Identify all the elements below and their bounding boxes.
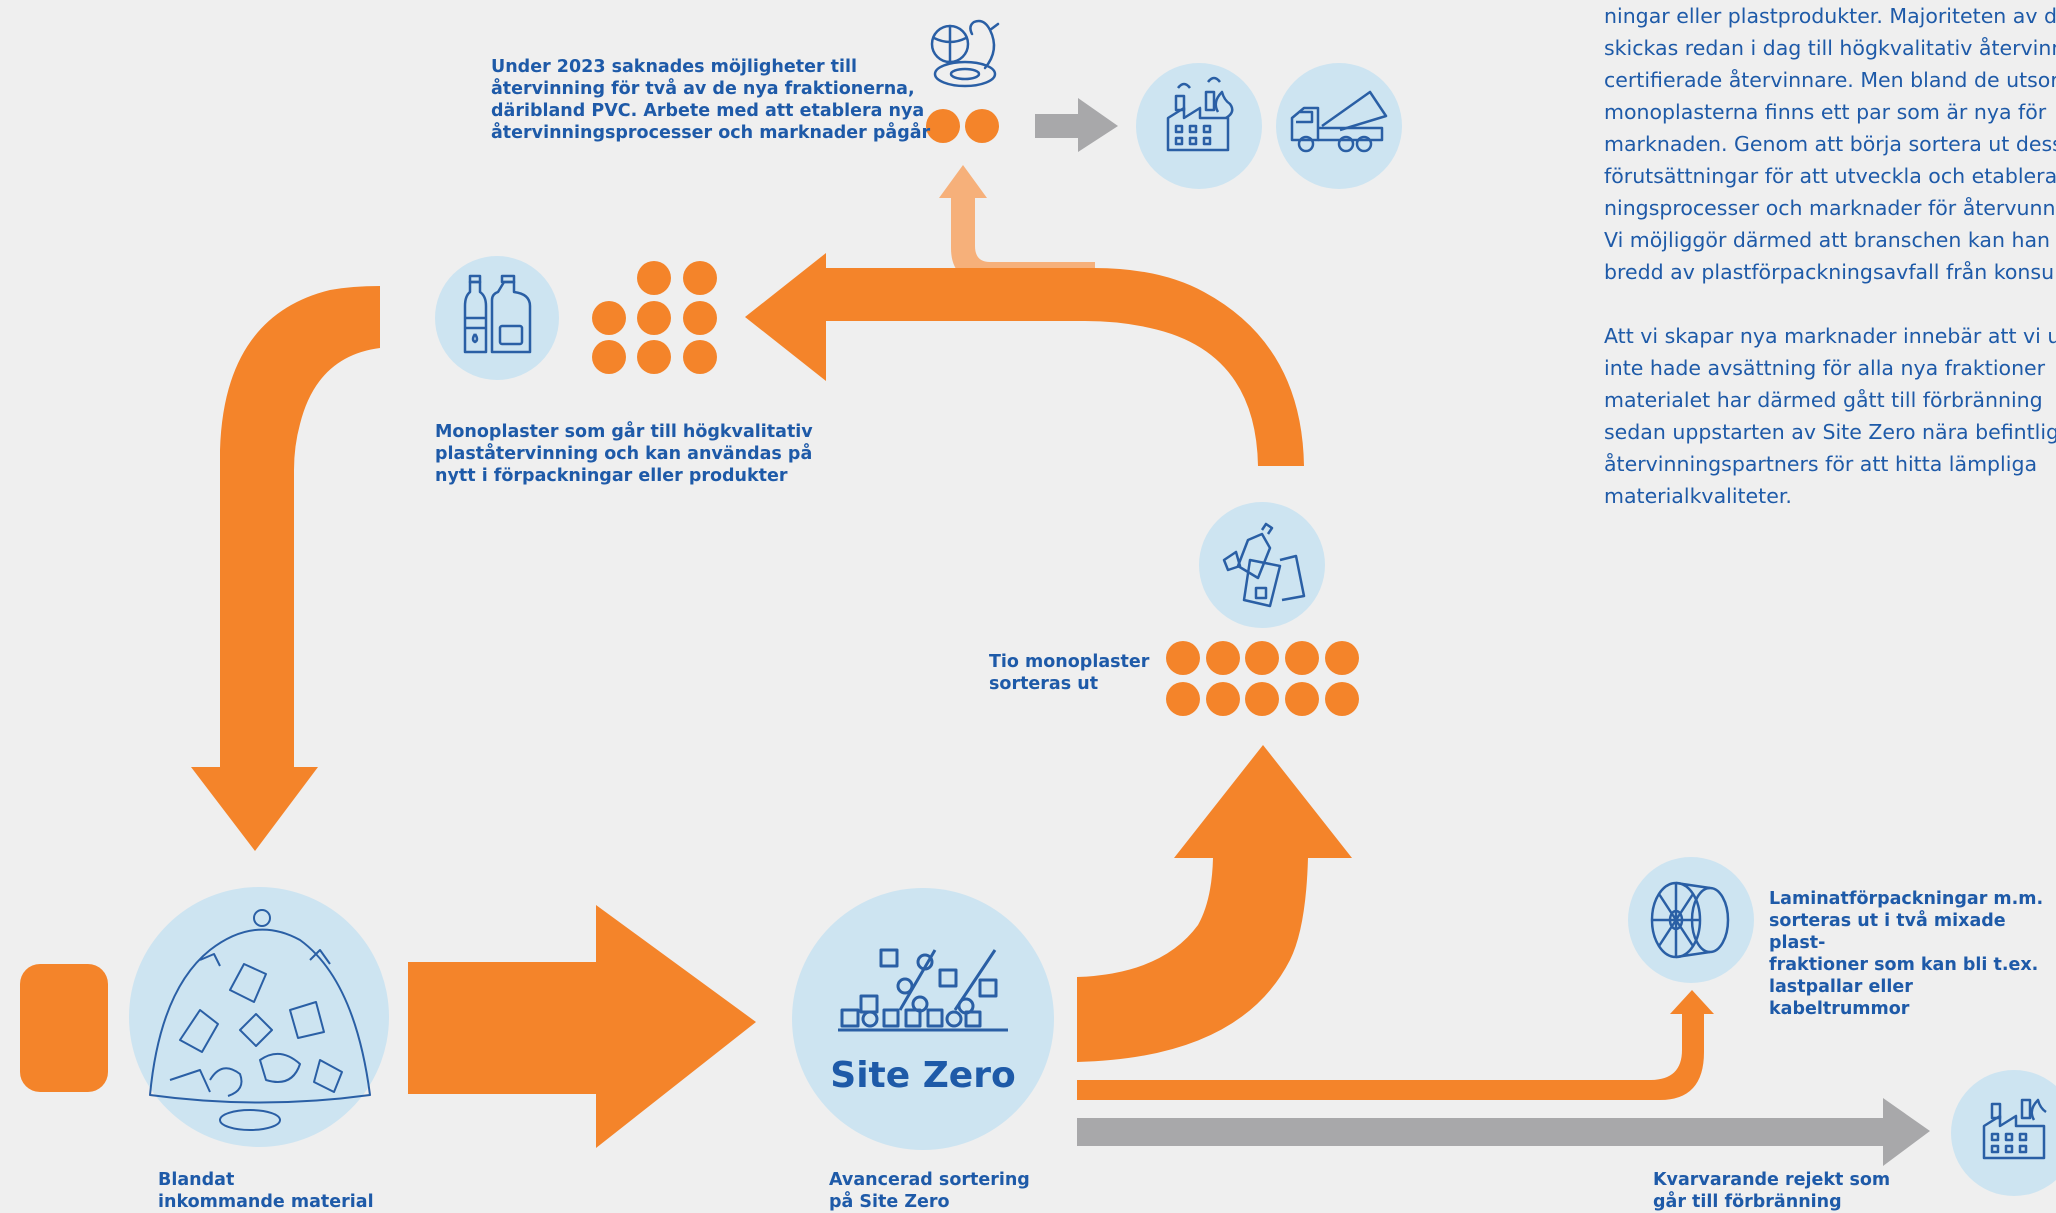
dump-truck-icon [1290,90,1388,153]
cable-drum-icon [1650,881,1730,959]
laminat-label: Laminatförpackningar m.m. sorteras ut i … [1769,889,2044,1019]
bottles-circle [435,256,559,380]
blandat-label: Blandat inkommande material [158,1170,374,1212]
incineration-plant-icon-top [1166,76,1234,152]
sorting-machine-icon [838,948,1008,1032]
site-zero-logo: Site Zero [830,1055,1015,1096]
pvc-note-label: Under 2023 saknades möjligheter till åte… [491,57,931,143]
left-block [20,964,108,1092]
reject-arrow [1077,1098,1930,1166]
incineration-plant-icon-bottom [1982,1098,2047,1160]
body-paragraph-1: ningar eller plastprodukter. Majoriteten… [1604,4,2056,284]
monoplaster-label: Monoplaster som går till högkvalitativ p… [435,422,813,486]
pvc-dots [926,109,999,143]
body-text-column: ningar eller plastprodukter. Majoriteten… [1604,0,2056,544]
factory-bottom-circle [1951,1070,2056,1196]
site-zero-circle [792,888,1054,1150]
laminat-arrow [1077,990,1714,1100]
pvc-branch-arrow-shape [939,165,1095,282]
kvarvarande-label: Kvarvarande rejekt som går till förbränn… [1653,1170,1891,1212]
tio-monoplaster-label: Tio monoplaster sorteras ut [989,652,1150,694]
inflatable-toys-icon [930,19,1000,88]
up-curve-arrow [1077,745,1352,1062]
down-arrow [191,286,380,851]
tio-monoplaster-dots [1166,641,1359,716]
intake-arrow [408,905,756,1148]
truck-circle [1276,63,1402,189]
mixed-waste-pile-icon [149,909,371,1131]
bottles-icon [463,274,532,354]
return-arc-arrow [745,253,1304,466]
factory-top-circle [1136,63,1262,189]
body-paragraph-2: Att vi skapar nya marknader innebär att … [1604,324,2056,508]
plastic-packaging-icon [1222,522,1306,608]
top-gray-arrow [1035,98,1118,152]
avancerad-label: Avancerad sortering på Site Zero [829,1170,1030,1212]
monoplaster-dots [592,261,717,374]
